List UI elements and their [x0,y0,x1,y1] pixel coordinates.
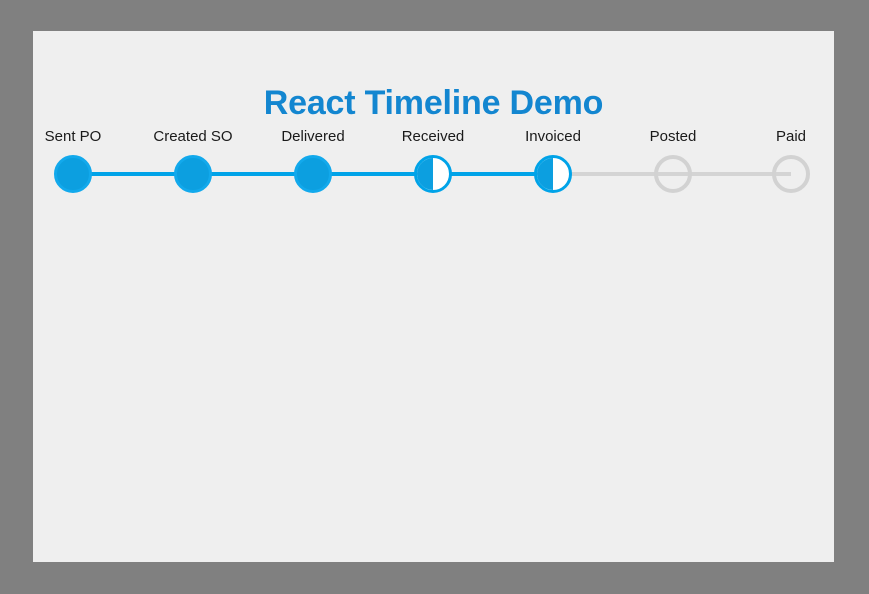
timeline-step-invoiced[interactable]: Invoiced [493,128,613,218]
timeline-step-label: Sent PO [44,128,102,145]
timeline-step-label: Delivered [281,128,345,145]
timeline-connector [673,172,791,176]
timeline-step-label: Paid [775,128,807,145]
timeline-step-sent-po[interactable]: Sent PO [13,128,133,218]
timeline-card: React Timeline Demo Sent PO Created SO Del… [33,31,834,562]
timeline-node-half[interactable] [534,155,572,193]
timeline-node-pending[interactable] [654,155,692,193]
timeline-step-label: Invoiced [525,128,581,145]
timeline: Sent PO Created SO Delivered Received Invoic… [33,128,834,218]
timeline-connector [553,172,673,176]
timeline-node-pending[interactable] [772,155,810,193]
timeline-step-label: Received [401,128,465,145]
timeline-step-created-so[interactable]: Created SO [133,128,253,218]
timeline-node-half-fill [417,158,433,190]
page-title: React Timeline Demo [263,84,604,122]
timeline-track: Sent PO Created SO Delivered Received Invoic… [33,128,834,218]
timeline-node-complete[interactable] [54,155,92,193]
timeline-step-posted[interactable]: Posted [613,128,733,218]
timeline-node-half-fill [537,158,553,190]
timeline-connector [193,172,313,176]
timeline-step-label: Posted [649,128,697,145]
timeline-step-label: Created SO [153,128,233,145]
timeline-node-complete[interactable] [294,155,332,193]
timeline-step-received[interactable]: Received [373,128,493,218]
timeline-step-delivered[interactable]: Delivered [253,128,373,218]
timeline-step-paid[interactable]: Paid [731,128,851,218]
timeline-node-complete[interactable] [174,155,212,193]
timeline-connector [313,172,433,176]
timeline-connector [433,172,553,176]
timeline-node-half[interactable] [414,155,452,193]
timeline-connector [73,172,193,176]
